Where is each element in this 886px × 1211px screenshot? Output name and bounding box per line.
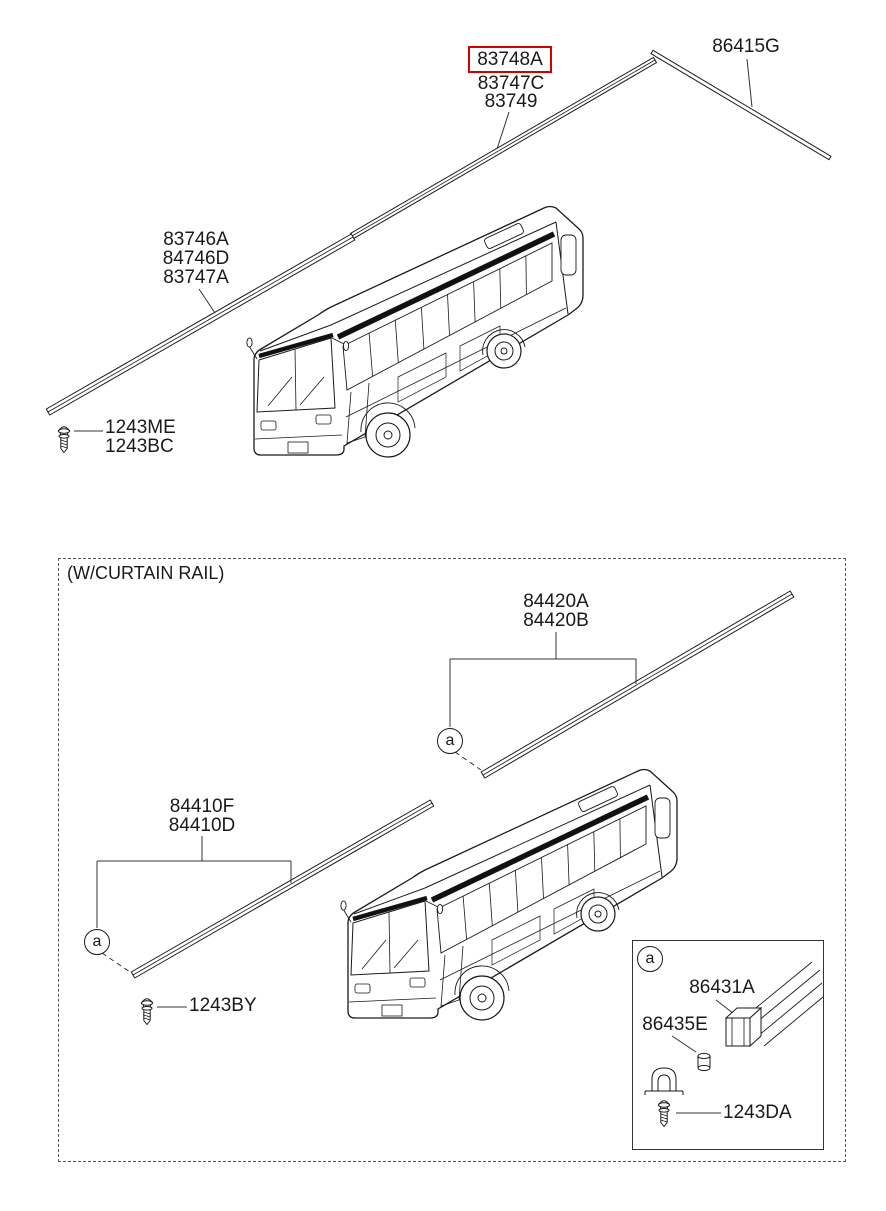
screw-icon-1243DA — [658, 1100, 670, 1127]
rear-rail-strip — [650, 49, 832, 161]
curtain-rail-lower-strip — [130, 799, 435, 979]
curtain-rail-section-box — [58, 558, 846, 1162]
callout-a-upper-rail: a — [437, 728, 463, 754]
part-label-84420B[interactable]: 84420B — [523, 610, 589, 631]
part-label-83749[interactable]: 83749 — [484, 91, 538, 112]
part-label-86431A[interactable]: 86431A — [689, 977, 755, 998]
callout-a-detail-box: a — [637, 946, 663, 972]
curtain-rail-section-title: (W/CURTAIN RAIL) — [67, 563, 225, 583]
detail-rail-hatch — [745, 961, 824, 1047]
detail-rail-clip-part — [724, 1006, 763, 1048]
part-label-84420A[interactable]: 84420A — [523, 591, 589, 612]
bus-illustration-main — [247, 207, 583, 458]
part-label-83747A[interactable]: 83747A — [163, 267, 229, 288]
part-label-86415G[interactable]: 86415G — [712, 36, 780, 57]
callout-a-lower-rail: a — [84, 929, 110, 955]
detail-grommet-part — [697, 1052, 711, 1072]
part-label-84410F[interactable]: 84410F — [169, 796, 235, 817]
screw-icon-1243ME — [58, 426, 70, 453]
part-label-1243BY[interactable]: 1243BY — [189, 995, 257, 1016]
part-label-1243ME[interactable]: 1243ME — [105, 417, 176, 438]
side-molding-strip — [45, 233, 356, 416]
part-label-84746D[interactable]: 84746D — [162, 248, 230, 269]
part-label-1243BC[interactable]: 1243BC — [105, 436, 174, 457]
part-label-84410D[interactable]: 84410D — [168, 815, 236, 836]
part-label-1243DA[interactable]: 1243DA — [723, 1102, 792, 1123]
part-label-86435E[interactable]: 86435E — [642, 1014, 708, 1035]
detail-clamp-part — [644, 1067, 684, 1095]
curtain-rail-upper-strip — [480, 590, 795, 779]
highlight-box-83748A[interactable]: 83748A — [468, 46, 552, 73]
part-label-83746A[interactable]: 83746A — [163, 229, 229, 250]
screw-icon-1243BY — [141, 998, 153, 1025]
leader-lines — [74, 58, 753, 1114]
part-label-83747C[interactable]: 83747C — [477, 73, 545, 94]
bus-illustration-curtain-rail — [341, 770, 677, 1021]
